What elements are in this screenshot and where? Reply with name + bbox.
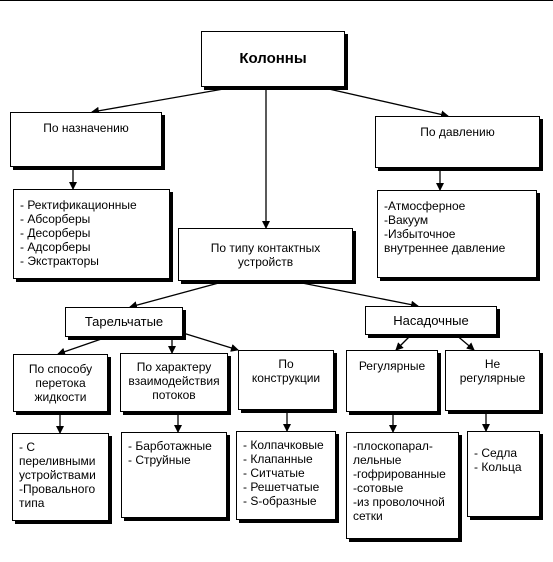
design-label-line: По	[278, 357, 294, 371]
pressure-node: По давлению	[375, 116, 540, 168]
top-border	[0, 0, 553, 1]
pressure-item: внутреннее давление	[384, 241, 506, 255]
regular-item: -плоскопарал-	[353, 439, 433, 453]
design-node: По конструкции	[238, 350, 334, 410]
purpose-item: - Экстракторы	[20, 254, 99, 268]
regular-label: Регулярные	[358, 359, 426, 373]
regular-item: -из проволочной	[353, 495, 445, 509]
interaction-label-line: потоков	[152, 388, 196, 402]
pressure-item: -Атмосферное	[384, 199, 466, 213]
packed-label: Насадочные	[393, 312, 469, 328]
interaction-label-line: По характеру	[136, 360, 212, 374]
regular-node: Регулярные	[346, 350, 438, 412]
flow-item: типа	[19, 496, 45, 510]
arrow-tray-to-flow	[57, 335, 111, 356]
pressure-label: По давлению	[420, 125, 495, 139]
purpose-list: - Ректификационные - Абсорберы - Десорбе…	[13, 189, 170, 279]
flow-item: - С	[19, 440, 35, 454]
purpose-item: - Ректификационные	[20, 198, 137, 212]
purpose-label: По назначению	[43, 121, 129, 135]
flow-item: устройствами	[19, 468, 96, 482]
interaction-label-line: взаимодействия	[128, 374, 220, 388]
design-list: - Колпачковые - Клапанные - Ситчатые - Р…	[236, 431, 336, 520]
pressure-item: -Вакуум	[384, 213, 429, 227]
regular-item: -гофрированные	[353, 467, 446, 481]
irregular-item: - Кольца	[474, 460, 522, 474]
arrow-root-to-pressure	[319, 86, 449, 119]
contact-label-line: По типу контактных	[210, 240, 321, 255]
design-item: - Решетчатые	[243, 480, 320, 494]
contact-label-line: устройств	[237, 254, 294, 269]
purpose-item: - Десорберы	[20, 226, 91, 240]
flow-item: -Провального	[19, 482, 96, 496]
irregular-item: - Седла	[474, 446, 518, 460]
contact-node: По типу контактных устройств	[178, 228, 353, 281]
flow-item: переливными	[19, 454, 96, 468]
regular-item: -сотовые	[353, 481, 404, 495]
purpose-item: - Абсорберы	[20, 212, 91, 226]
arrow-root-to-purpose	[91, 86, 236, 115]
regular-item: сетки	[353, 509, 383, 523]
purpose-item: - Адсорберы	[20, 240, 91, 254]
pressure-item: -Избыточное	[384, 227, 456, 241]
design-label-line: конструкции	[251, 371, 321, 385]
design-item: - Ситчатые	[243, 466, 305, 480]
packed-node: Насадочные	[365, 306, 497, 335]
flow-label-line: По способу	[28, 362, 93, 376]
irregular-list: - Седла - Кольца	[467, 431, 540, 517]
arrow-contact-to-tray	[129, 280, 227, 310]
flow-label-line: перетока	[35, 376, 86, 390]
purpose-node: По назначению	[10, 112, 162, 167]
tray-label: Тарельчатые	[84, 314, 164, 329]
irregular-label-line: регулярные	[459, 371, 526, 385]
design-item: - S-образные	[243, 494, 317, 508]
irregular-node: Не регулярные	[445, 350, 540, 411]
tray-node: Тарельчатые	[65, 307, 183, 337]
interaction-item: - Барботажные	[128, 439, 212, 453]
regular-item: лельные	[353, 453, 402, 467]
flow-list: - С переливными устройствами -Провальног…	[12, 433, 109, 521]
arrow-packed-to-irregular	[454, 333, 475, 351]
arrow-packed-to-regular	[395, 333, 413, 351]
flow-label-line: жидкости	[34, 390, 87, 404]
design-item: - Клапанные	[243, 452, 313, 466]
interaction-node: По характеру взаимодействия потоков	[120, 353, 228, 412]
pressure-list: -Атмосферное -Вакуум -Избыточное внутрен…	[377, 190, 537, 278]
arrow-contact-to-packed	[291, 280, 419, 309]
interaction-list: - Барботажные - Струйные	[121, 432, 227, 518]
regular-list: -плоскопарал- лельные -гофрированные -со…	[346, 432, 459, 539]
design-item: - Колпачковые	[243, 438, 324, 452]
arrow-tray-to-design	[182, 332, 239, 352]
root-label: Колонны	[239, 50, 307, 67]
flow-node: По способу перетока жидкости	[13, 354, 108, 412]
interaction-item: - Струйные	[128, 453, 191, 467]
irregular-label-line: Не	[484, 357, 501, 371]
root-node: Колонны	[201, 31, 345, 87]
